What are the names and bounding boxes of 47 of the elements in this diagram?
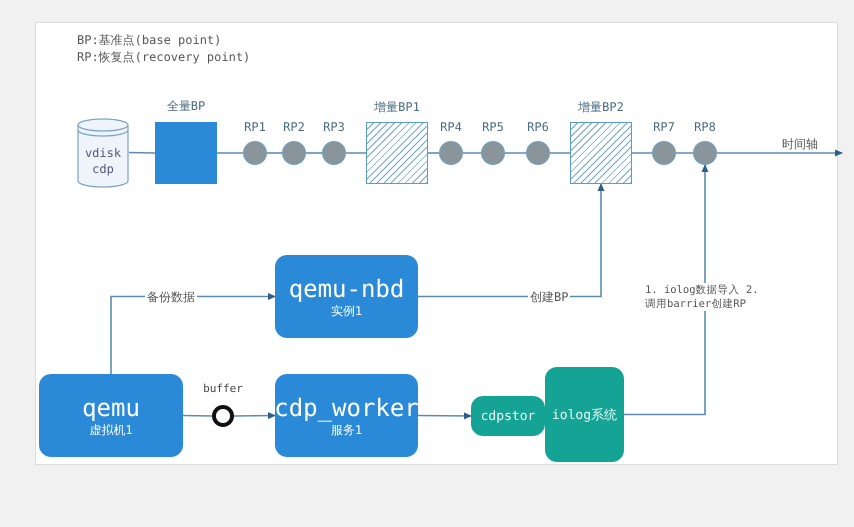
process-box bbox=[275, 374, 418, 457]
connector-line bbox=[463, 152, 481, 154]
point-label: RP4 bbox=[440, 120, 462, 134]
box-title: qemu-nbd bbox=[288, 274, 404, 302]
connector-line bbox=[550, 152, 570, 154]
box-subtitle: 服务1 bbox=[330, 422, 362, 438]
connector-line bbox=[267, 152, 282, 154]
box-title: cdp_worker bbox=[274, 394, 419, 422]
arrow bbox=[418, 412, 472, 420]
disk-label: vdisk cdp bbox=[84, 145, 122, 177]
point-label: RP2 bbox=[283, 120, 305, 134]
connector-line bbox=[306, 152, 322, 154]
box-title: cdpstor bbox=[480, 408, 536, 424]
box-subtitle: 虚拟机1 bbox=[89, 422, 133, 438]
arrow bbox=[234, 412, 276, 420]
connector-line bbox=[182, 414, 212, 417]
point-label: buffer bbox=[203, 382, 243, 395]
edge-label: 时间轴 bbox=[781, 137, 819, 151]
connector-line bbox=[505, 152, 526, 154]
connector-line bbox=[632, 152, 652, 154]
connector-line bbox=[676, 152, 693, 154]
note-text: RP:恢复点(recovery point) bbox=[77, 49, 250, 66]
process-box bbox=[545, 367, 624, 462]
point-label: RP1 bbox=[244, 120, 266, 134]
box-title: qemu bbox=[82, 394, 140, 422]
point-label: 全量BP bbox=[166, 98, 206, 115]
edge-label: 备份数据 bbox=[145, 290, 197, 304]
box-subtitle: 实例1 bbox=[330, 302, 362, 318]
arrow bbox=[624, 164, 708, 416]
process-box bbox=[275, 255, 418, 338]
connector-line bbox=[128, 152, 156, 154]
note-text: BP:基准点(base point) bbox=[77, 32, 222, 49]
connector-line bbox=[428, 152, 439, 154]
point-label: RP7 bbox=[653, 120, 675, 134]
point-label: RP3 bbox=[323, 120, 345, 134]
arrow bbox=[717, 150, 843, 156]
process-box bbox=[471, 396, 545, 436]
point-label: RP8 bbox=[694, 120, 716, 134]
edge-label: 创建BP bbox=[528, 290, 570, 304]
point-label: RP6 bbox=[527, 120, 549, 134]
point-label: 增量BP2 bbox=[578, 99, 624, 116]
point-label: RP5 bbox=[482, 120, 504, 134]
connector-line bbox=[346, 152, 366, 154]
connector-line bbox=[217, 152, 243, 154]
process-box bbox=[39, 374, 183, 457]
point-label: 增量BP1 bbox=[374, 99, 420, 116]
box-title: iolog系统 bbox=[552, 406, 618, 424]
